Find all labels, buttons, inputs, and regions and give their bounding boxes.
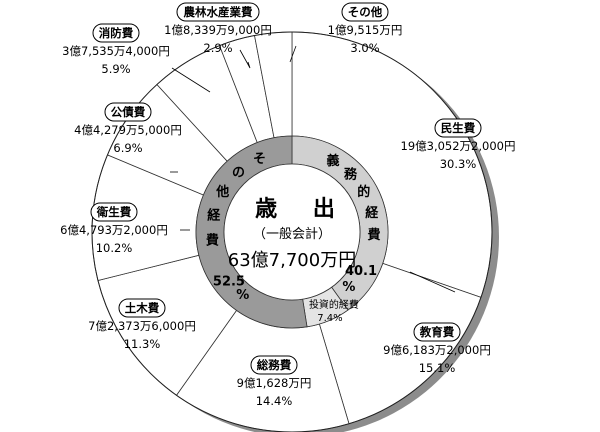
slice-name: 教育費 — [419, 325, 455, 339]
slice-label-pill — [413, 322, 461, 342]
slice-amount: 1億8,339万9,000円 — [164, 23, 272, 37]
slice-label-6: 消防費 3億7,535万4,000円 5.9% — [62, 23, 170, 76]
slice-labels: 民生費 19億3,052万2,000円 30.3% 教育費 9億6,183万2,000円… — [60, 2, 516, 408]
slice-percent: 15.1% — [419, 361, 456, 375]
slice-label-3: 土木費 7億2,373万6,000円 11.3% — [88, 298, 196, 351]
center-subtitle: （一般会計） — [253, 226, 331, 242]
inner-label-other-char: 経 — [207, 207, 221, 223]
slice-name: 農林水産業費 — [184, 5, 253, 19]
inner-label-obligatory-char: 的 — [357, 184, 370, 200]
inner-ring — [195, 135, 389, 329]
slice-name: その他 — [348, 5, 383, 19]
slice-name: 総務費 — [257, 358, 292, 372]
inner-label-investment: 投資的経費 — [309, 298, 359, 311]
slice-label-2: 総務費 9億1,628万円 14.4% — [237, 355, 312, 408]
slice-label-pill — [176, 2, 260, 22]
inner-percent-other: 52.5 — [213, 274, 245, 289]
slice-percent: 5.9% — [101, 62, 130, 76]
slice-label-pill — [341, 2, 389, 22]
center-total: 63億7,700万円 — [228, 250, 356, 271]
slice-amount: 9億6,183万2,000円 — [383, 343, 491, 357]
slice-name: 衛生費 — [96, 205, 132, 219]
inner-percent-obligatory: 40.1 — [345, 264, 377, 279]
leader-line — [239, 49, 251, 69]
inner-label-obligatory-char: 費 — [367, 227, 380, 243]
slice-label-pill — [90, 202, 138, 222]
slice-name: 消防費 — [99, 26, 134, 40]
slice-label-pill — [92, 23, 140, 43]
slice-label-5: 公債費 4億4,279万5,000円 6.9% — [74, 102, 182, 155]
slice-amount: 9億1,628万円 — [237, 376, 312, 390]
leader-line — [289, 45, 297, 63]
leader-lines — [170, 45, 456, 293]
slice-label-pill — [118, 298, 166, 318]
slice-percent: 30.3% — [440, 157, 477, 171]
inner-label-obligatory-char: 義 — [326, 153, 339, 169]
slice-percent: 10.2% — [96, 241, 133, 255]
leader-line — [409, 271, 456, 293]
inner-label-other-char: の — [232, 166, 245, 181]
slice-label-pill — [434, 118, 482, 138]
slice-name: 民生費 — [441, 121, 476, 135]
slice-label-pill — [250, 355, 298, 375]
leader-line — [171, 67, 211, 93]
slice-amount: 19億3,052万2,000円 — [401, 139, 516, 153]
center-title: 歳 出 — [255, 197, 349, 222]
inner-label-obligatory-char: 経 — [365, 205, 379, 221]
slice-name: 公債費 — [111, 105, 146, 119]
slice-amount: 1億9,515万円 — [328, 23, 403, 37]
inner-percent-sign-other: % — [236, 288, 249, 303]
slice-label-7: 農林水産業費 1億8,339万9,000円 2.9% — [164, 2, 272, 55]
slice-label-0: 民生費 19億3,052万2,000円 30.3% — [401, 118, 516, 171]
slice-amount: 7億2,373万6,000円 — [88, 319, 196, 333]
slice-percent: 14.4% — [256, 394, 293, 408]
slice-percent: 2.9% — [203, 41, 232, 55]
slice-percent: 11.3% — [124, 337, 161, 351]
slice-amount: 4億4,279万5,000円 — [74, 123, 182, 137]
slice-amount: 3億7,535万4,000円 — [62, 44, 170, 58]
slice-label-8: その他 1億9,515万円 3.0% — [328, 2, 403, 55]
inner-percent-investment: 7.4% — [317, 313, 342, 324]
inner-label-other-char: そ — [253, 152, 266, 167]
slice-label-4: 衛生費 6億4,793万2,000円 10.2% — [60, 202, 168, 255]
inner-label-obligatory-char: 務 — [344, 167, 358, 183]
inner-label-other-char: 他 — [215, 184, 229, 200]
slice-amount: 6億4,793万2,000円 — [60, 223, 168, 237]
slice-percent: 6.9% — [113, 141, 142, 155]
center-block: 歳 出 （一般会計） 63億7,700万円 — [228, 197, 356, 271]
slice-percent: 3.0% — [350, 41, 379, 55]
slice-label-1: 教育費 9億6,183万2,000円 15.1% — [383, 322, 491, 375]
slice-name: 土木費 — [125, 301, 160, 315]
inner-label-other-char: 費 — [206, 232, 219, 248]
slice-label-pill — [104, 102, 152, 122]
inner-percent-sign-obligatory: % — [342, 280, 355, 295]
